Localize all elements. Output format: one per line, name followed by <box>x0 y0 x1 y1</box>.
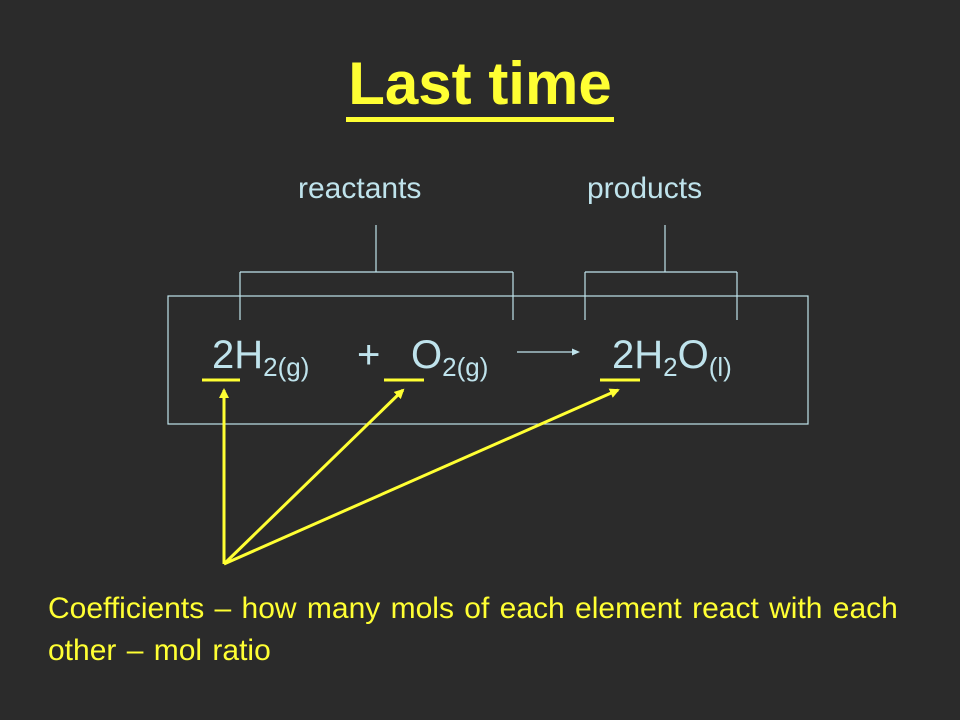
arrow-to-blank-2 <box>222 388 405 566</box>
subscript-water-o: (l) <box>708 352 732 382</box>
coefficient-hydrogen: 2 <box>212 333 235 377</box>
equation-box <box>167 295 809 425</box>
slide-title: Last time <box>0 48 960 122</box>
caption: Coefficients – how many mols of each ele… <box>48 592 898 667</box>
products-bracket <box>584 225 738 320</box>
term-oxygen: O2(g) <box>411 330 488 380</box>
slide-title-text: Last time <box>346 50 614 122</box>
formula-water-h: H <box>634 333 664 377</box>
products-label: products <box>587 172 703 205</box>
coefficient-water: 2 <box>612 333 635 377</box>
term-water: 2H2O(l) <box>612 330 732 380</box>
formula-h: H <box>234 333 264 377</box>
formula-o: O <box>411 333 443 377</box>
arrow-to-blank-3 <box>223 388 620 566</box>
coefficient-arrows <box>219 388 620 566</box>
subscript-water-h: 2 <box>663 352 678 382</box>
reactants-label: reactants <box>298 172 422 205</box>
reaction-arrow <box>517 348 580 356</box>
term-hydrogen: 2H2(g) <box>212 330 309 380</box>
reactants-bracket <box>239 225 514 320</box>
subscript-o: 2(g) <box>442 352 489 382</box>
subscript-h: 2(g) <box>263 352 310 382</box>
formula-water-o: O <box>677 333 709 377</box>
plus-sign: + <box>357 333 381 377</box>
